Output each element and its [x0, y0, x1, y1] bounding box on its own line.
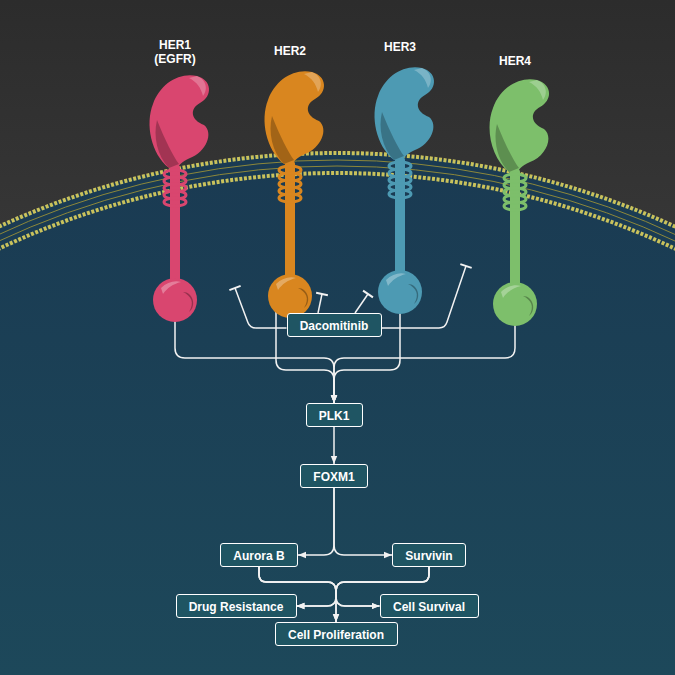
receptor: HER2: [248, 36, 336, 294]
membrane-head-row: [0, 173, 675, 675]
inhibition-line: [355, 294, 368, 313]
arrow-connector: [175, 294, 334, 403]
receptor-label: HER4: [489, 54, 541, 68]
box-label: Dacomitinib: [300, 319, 369, 333]
receptor: HER1 (EGFR): [128, 36, 235, 294]
receptor-label: HER3: [374, 40, 426, 54]
arrow-connector: [298, 488, 334, 555]
process-box: Dacomitinib: [287, 313, 382, 337]
process-box: Cell Survival: [380, 594, 479, 618]
process-box: Cell Proliferation: [275, 622, 398, 646]
box-label: Cell Survival: [393, 600, 465, 614]
process-box: PLK1: [306, 403, 363, 427]
receptor-label: HER2: [264, 44, 316, 58]
box-label: Survivin: [405, 549, 452, 563]
receptor: HER4: [466, 36, 566, 294]
her3-receptor: [375, 67, 435, 314]
arrow-connector: [334, 488, 392, 555]
process-box: FOXM1: [300, 464, 368, 488]
process-box: Survivin: [392, 543, 466, 567]
her1-receptor: [150, 75, 210, 322]
inhibition-line: [318, 294, 322, 313]
receptor: HER3: [350, 36, 446, 294]
process-box: Aurora B: [220, 543, 298, 567]
membrane-tail: [0, 160, 675, 675]
box-label: Aurora B: [233, 549, 284, 563]
receptor-label: HER1 (EGFR): [149, 38, 201, 66]
arrow-connector: [334, 294, 515, 403]
membrane-head-row: [0, 153, 675, 675]
arrow-connector: [333, 427, 335, 464]
her2-receptor: [265, 71, 325, 318]
box-label: FOXM1: [313, 470, 354, 484]
box-label: PLK1: [319, 409, 350, 423]
box-label: Drug Resistance: [189, 600, 284, 614]
membrane-tail: [0, 166, 675, 675]
process-box: Drug Resistance: [176, 594, 297, 618]
cytoplasm: [0, 152, 675, 675]
her4-receptor: [490, 79, 550, 326]
box-label: Cell Proliferation: [288, 628, 384, 642]
